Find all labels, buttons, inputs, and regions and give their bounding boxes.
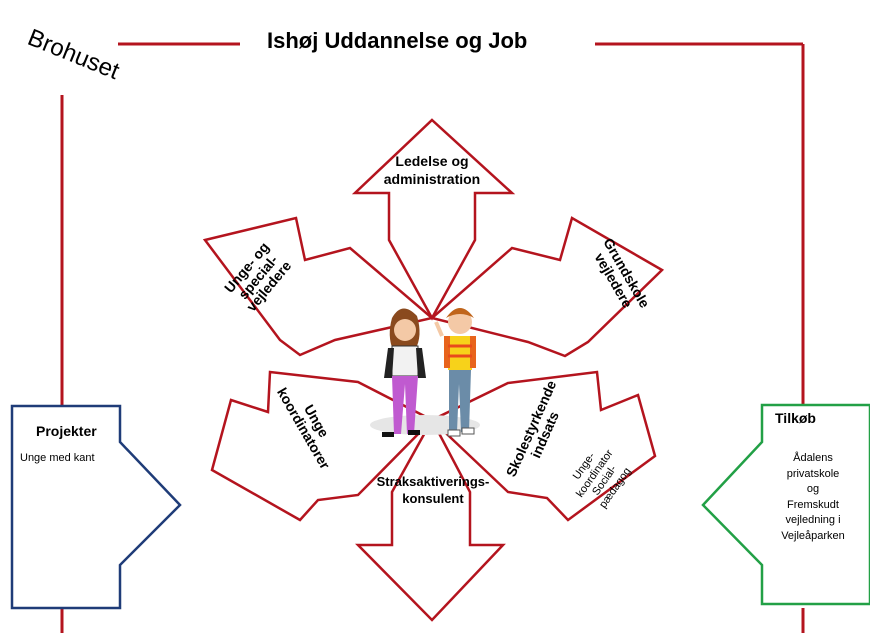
girl-figure bbox=[382, 308, 426, 437]
arrow-upper-right bbox=[429, 216, 665, 358]
boy-figure bbox=[434, 308, 476, 437]
arrow-star bbox=[202, 118, 665, 622]
label-ledelse: Ledelse og administration bbox=[383, 153, 481, 187]
tilkob-title: Tilkøb bbox=[775, 410, 816, 426]
arrow-bottom bbox=[355, 417, 506, 622]
projekter-title: Projekter bbox=[36, 423, 97, 439]
label-straksaktivering: Straksaktiverings- konsulent bbox=[376, 474, 490, 506]
center-figures bbox=[370, 308, 480, 437]
projekter-shape bbox=[10, 404, 182, 610]
page-title: Ishøj Uddannelse og Job bbox=[263, 28, 532, 54]
tilkob-text: Ådalens privatskole og Fremskudt vejledn… bbox=[781, 452, 845, 543]
tilkob-shape bbox=[701, 403, 870, 606]
arrow-lower-right bbox=[429, 370, 657, 522]
projekter-text: Unge med kant bbox=[20, 452, 95, 464]
frame-lines bbox=[60, 42, 805, 633]
